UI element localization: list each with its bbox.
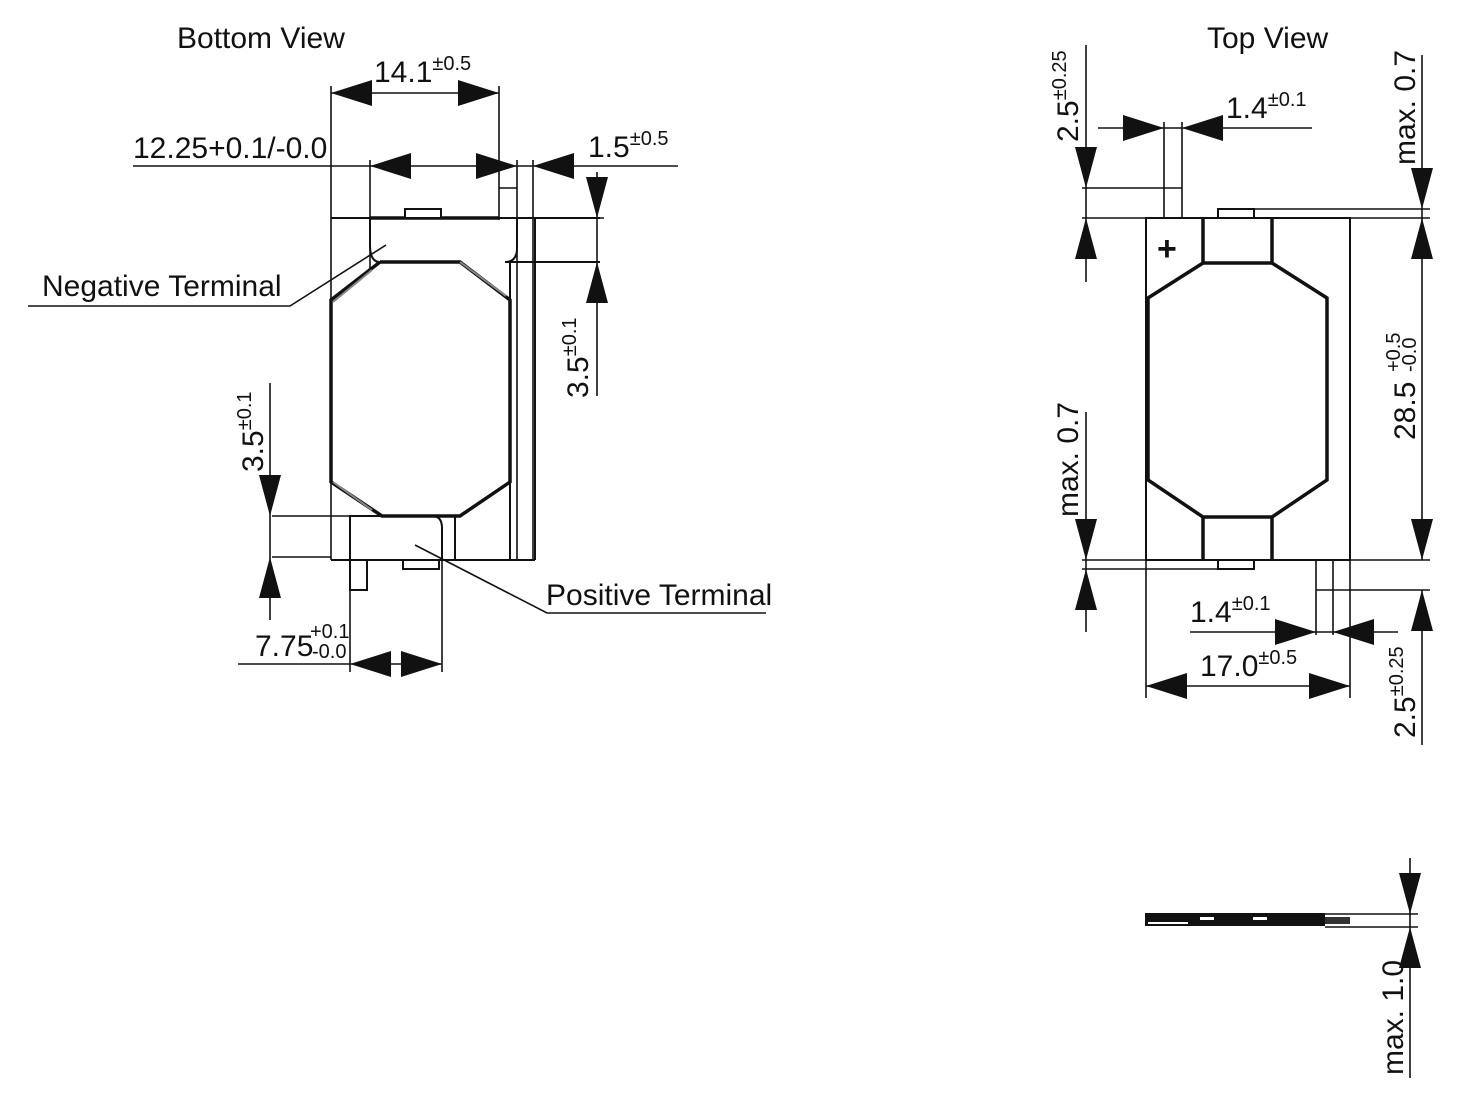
side-view: max. 1.0 xyxy=(1145,858,1421,1078)
dim-17-0: 17.0±0.5 xyxy=(1145,560,1351,699)
bottom-view-body xyxy=(272,187,600,591)
dim-7-75: 7.75 +0.1 -0.0 xyxy=(238,560,443,677)
svg-text:14.1±0.5: 14.1±0.5 xyxy=(374,53,471,89)
svg-text:1.4±0.1: 1.4±0.1 xyxy=(1190,593,1271,629)
negative-terminal-callout: Negative Terminal xyxy=(28,244,387,307)
top-view-title: Top View xyxy=(1207,22,1329,55)
svg-text:-0.0: -0.0 xyxy=(1399,338,1421,372)
dim-top-2-5: 2.5±0.25 xyxy=(1049,45,1146,282)
dim-12-25: 12.25+0.1/-0.0 xyxy=(133,132,678,270)
svg-text:17.0±0.5: 17.0±0.5 xyxy=(1200,647,1297,683)
dim-bottom-1-4: 1.4±0.1 xyxy=(1190,593,1398,645)
svg-text:-0.0: -0.0 xyxy=(312,641,346,663)
svg-text:1.4±0.1: 1.4±0.1 xyxy=(1226,89,1307,125)
top-view: Top View + 2.5±0.25 xyxy=(1049,22,1433,745)
positive-terminal-callout: Positive Terminal xyxy=(414,544,772,614)
svg-text:+0.1: +0.1 xyxy=(310,621,349,643)
dim-bottom-2-5: 2.5±0.25 xyxy=(1386,590,1433,745)
dim-28-5: 28.5 +0.5 -0.0 xyxy=(1350,333,1433,561)
svg-text:1.5±0.5: 1.5±0.5 xyxy=(588,128,669,164)
svg-text:max. 0.7: max. 0.7 xyxy=(1389,50,1422,165)
dim-top-1-4: 1.4±0.1 xyxy=(1098,89,1312,141)
dim-thickness: max. 1.0 xyxy=(1377,960,1410,1075)
dim-bottom-max-0-7: max. 0.7 xyxy=(1052,402,1218,632)
plus-icon: + xyxy=(1157,230,1177,268)
dim-right-3-5: 3.5±0.1 xyxy=(535,172,608,398)
negative-terminal-label: Negative Terminal xyxy=(42,270,282,303)
dim-left-3-5: 3.5±0.1 xyxy=(234,383,281,620)
bottom-view-title: Bottom View xyxy=(177,22,345,55)
svg-text:2.5±0.25: 2.5±0.25 xyxy=(1386,646,1422,738)
svg-text:28.5: 28.5 xyxy=(1389,382,1422,440)
svg-text:2.5±0.25: 2.5±0.25 xyxy=(1049,50,1085,142)
svg-text:12.25+0.1/-0.0: 12.25+0.1/-0.0 xyxy=(133,132,327,165)
dim-top-max-0-7: max. 0.7 xyxy=(1254,50,1433,560)
svg-text:max. 0.7: max. 0.7 xyxy=(1052,402,1085,517)
svg-text:3.5±0.1: 3.5±0.1 xyxy=(559,318,595,399)
svg-text:3.5±0.1: 3.5±0.1 xyxy=(234,392,270,473)
top-view-body: + xyxy=(1082,122,1430,635)
bottom-view: Bottom View 14.1±0.5 12.25+0.1/-0.0 1.5±… xyxy=(28,22,772,677)
dim-14-1: 14.1±0.5 xyxy=(330,53,500,560)
svg-text:+0.5: +0.5 xyxy=(1383,333,1405,372)
positive-terminal-label: Positive Terminal xyxy=(546,579,772,612)
svg-text:7.75: 7.75 xyxy=(255,630,313,663)
